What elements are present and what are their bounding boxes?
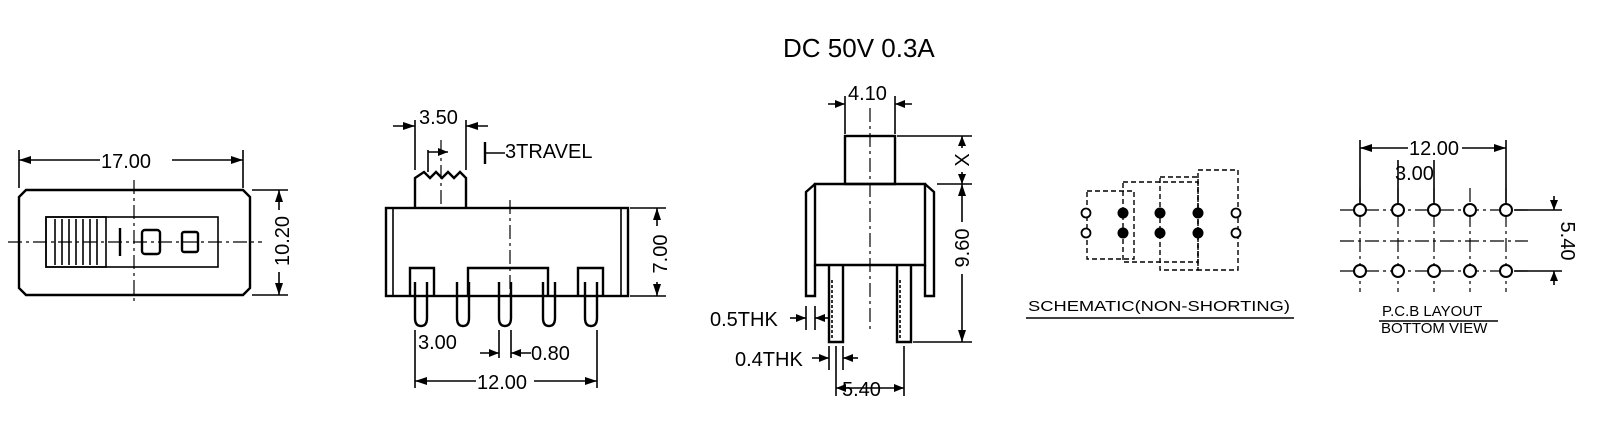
- front-view: 3.50 3TRAVEL 7.00 3.00: [384, 107, 672, 394]
- svg-text:3.50: 3.50: [419, 107, 458, 129]
- position-mark-2: [180, 230, 200, 254]
- dim-body-height: 7.00: [630, 207, 672, 297]
- rating-label: DC 50V 0.3A: [783, 33, 935, 63]
- pcb-caption-line2: BOTTOM VIEW: [1381, 320, 1488, 337]
- svg-text:12.00: 12.00: [1409, 138, 1459, 160]
- pcb-dim-row-spacing: 5.40: [1514, 196, 1578, 285]
- dim-pin-thickness: 0.4THK: [735, 346, 858, 371]
- pcb-layout: 12.00 3.00 5.40 P.C.B LAYOUT BOTTOM VIEW: [1340, 138, 1578, 337]
- svg-text:5.40: 5.40: [1556, 222, 1578, 261]
- pcb-dim-pitch: 3.00: [1395, 160, 1435, 204]
- dim-knob-width: 3.50: [393, 107, 488, 170]
- pcb-pads: [1353, 203, 1513, 278]
- top-view: 17.00 10.20: [8, 150, 294, 305]
- top-view-outline: [17, 188, 252, 297]
- svg-text:0.80: 0.80: [531, 343, 570, 365]
- dim-travel: 3TRAVEL: [427, 141, 592, 172]
- svg-text:10.20: 10.20: [272, 216, 294, 266]
- schematic-contacts: [1080, 207, 1242, 239]
- dim-actuator-width: 4.10: [828, 83, 912, 134]
- svg-text:5.40: 5.40: [842, 379, 881, 401]
- dim-width: 17.00: [18, 150, 244, 188]
- dim-frame-thickness: 0.5THK: [710, 306, 828, 331]
- svg-text:X: X: [952, 153, 974, 166]
- dim-pin-pitch: 3.00 0.80 12.00: [414, 330, 598, 394]
- dim-side-height: 9.60: [913, 184, 974, 343]
- svg-text:17.00: 17.00: [101, 151, 151, 173]
- dim-actuator-height: X: [897, 135, 974, 185]
- svg-text:0.4THK: 0.4THK: [735, 349, 803, 371]
- svg-text:12.00: 12.00: [477, 372, 527, 394]
- svg-text:3TRAVEL: 3TRAVEL: [505, 141, 592, 163]
- svg-text:0.5THK: 0.5THK: [710, 309, 778, 331]
- pcb-dim-overall: 12.00: [1359, 138, 1507, 204]
- svg-text:9.60: 9.60: [952, 229, 974, 268]
- switch-body: [384, 206, 630, 298]
- actuator-knob: [413, 170, 468, 208]
- side-view: 4.10 X 9.60 0.5THK: [710, 83, 974, 401]
- front-pins: [413, 282, 599, 328]
- svg-text:7.00: 7.00: [650, 235, 672, 274]
- schematic: SCHEMATIC(NON-SHORTING): [1026, 169, 1294, 319]
- pcb-caption-line1: P.C.B LAYOUT: [1382, 303, 1482, 320]
- dim-height: 10.20: [252, 189, 294, 296]
- svg-text:4.10: 4.10: [848, 83, 887, 105]
- svg-text:3.00: 3.00: [1395, 163, 1434, 185]
- schematic-caption: SCHEMATIC(NON-SHORTING): [1028, 298, 1290, 315]
- svg-text:3.00: 3.00: [418, 332, 457, 354]
- dim-row-spacing: 5.40: [835, 346, 905, 401]
